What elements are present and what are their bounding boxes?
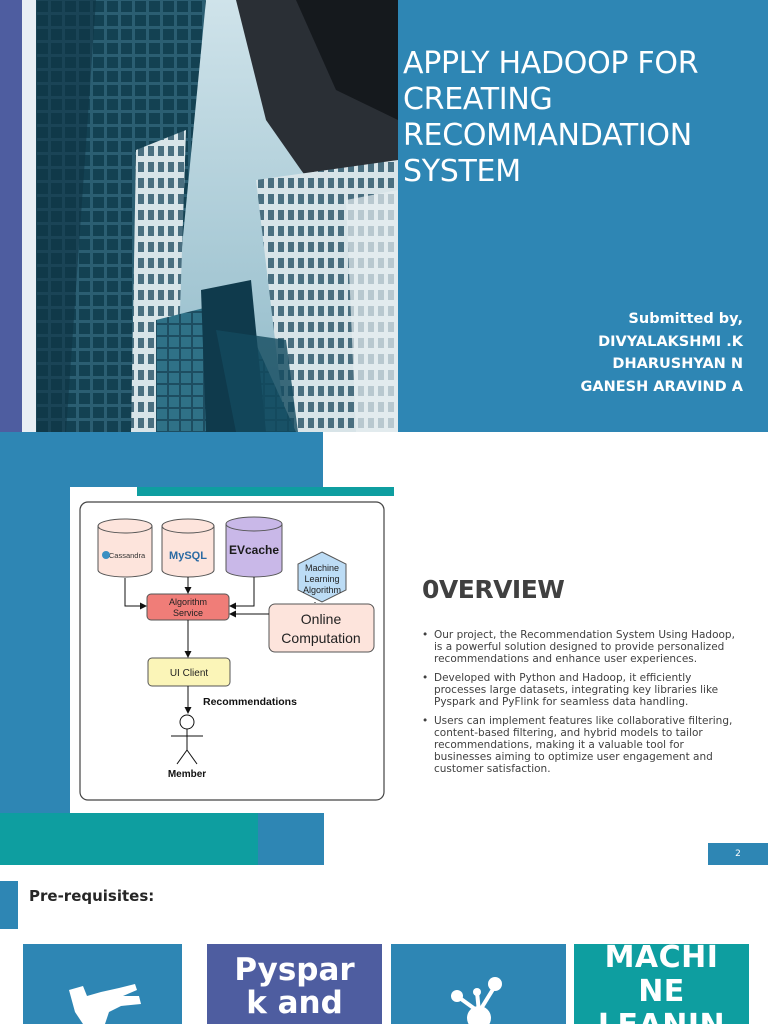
- db-label: Cassandra: [109, 551, 146, 560]
- prerequisites-heading: Pre-requisites:: [29, 887, 155, 905]
- left-accent-strip: [0, 0, 22, 432]
- author-name: GANESH ARAVIND A: [580, 378, 743, 395]
- bottom-teal-bar: [0, 813, 260, 865]
- list-item: Developed with Python and Hadoop, it eff…: [422, 672, 744, 708]
- tile-line: LEANIN: [574, 1009, 749, 1024]
- title-line: RECOMMANDATION: [403, 118, 692, 153]
- overview-slide: Cassandra MySQL EVcache Machine: [0, 432, 768, 865]
- skyscraper-photo: [36, 0, 398, 432]
- evcache-db: EVcache: [225, 516, 283, 578]
- overview-heading: 0VERVIEW: [422, 575, 565, 604]
- submission-block: Submitted by, DIVYALAKSHMI .K DHARUSHYAN…: [581, 308, 743, 398]
- tile-machine-learning: MACHI NE LEANIN: [574, 944, 749, 1024]
- ml-label: Machine: [305, 563, 339, 573]
- ml-label: Algorithm: [303, 585, 341, 595]
- bottom-blue-bar: [258, 813, 324, 865]
- computation-label: Online: [301, 611, 342, 627]
- network-icon: [451, 977, 502, 1024]
- member-icon: [171, 714, 203, 765]
- teal-accent-line: [137, 487, 394, 496]
- mysql-db: MySQL: [161, 518, 215, 578]
- member-label: Member: [168, 769, 206, 780]
- title-line: APPLY HADOOP FOR: [403, 46, 699, 81]
- service-label: Service: [173, 608, 203, 618]
- hand-icon: [69, 984, 141, 1024]
- submitted-by-label: Submitted by,: [628, 311, 743, 327]
- list-item: Users can implement features like collab…: [422, 715, 744, 775]
- diagram-arrows: [124, 577, 316, 714]
- ml-label: Learning: [304, 574, 339, 584]
- left-light-strip: [22, 0, 36, 432]
- tile-line: k and: [246, 985, 343, 1021]
- left-accent-bar: [0, 432, 70, 813]
- tile-line: NE: [638, 974, 685, 1009]
- prerequisites-slide: Pre-requisites: Pyspar k and: [0, 865, 768, 1024]
- tile-line: MACHI: [604, 944, 719, 975]
- title-line: SYSTEM: [403, 154, 521, 189]
- tile-text: MACHI NE LEANIN: [574, 944, 749, 1024]
- algorithm-service-node: Algorithm Service: [146, 593, 230, 621]
- ui-client-node: UI Client: [147, 657, 231, 687]
- overview-bullets: Our project, the Recommendation System U…: [422, 629, 744, 782]
- title-line: CREATING: [403, 82, 553, 117]
- db-label: MySQL: [169, 550, 207, 562]
- tile-pyspark: Pyspar k and: [207, 944, 382, 1024]
- title-slide: APPLY HADOOP FOR CREATING RECOMMANDATION…: [0, 0, 768, 432]
- service-label: Algorithm: [169, 597, 207, 607]
- tile-line: Pyspar: [234, 952, 355, 988]
- ui-client-label: UI Client: [170, 668, 209, 679]
- ml-algorithm-node: Machine Learning Algorithm: [297, 551, 347, 603]
- computation-label: Computation: [281, 630, 360, 646]
- tile-network: [391, 944, 566, 1024]
- page-number: 2: [708, 843, 768, 865]
- list-item: Our project, the Recommendation System U…: [422, 629, 744, 665]
- author-name: DIVYALAKSHMI .K: [598, 333, 743, 350]
- db-label: EVcache: [229, 543, 279, 557]
- cassandra-db: Cassandra: [97, 518, 153, 578]
- author-name: DHARUSHYAN N: [612, 356, 743, 372]
- online-computation-node: Online Computation: [268, 603, 375, 653]
- recommendations-label: Recommendations: [203, 696, 297, 708]
- tile-hand: [23, 944, 182, 1024]
- slide-title: APPLY HADOOP FOR CREATING RECOMMANDATION…: [403, 46, 763, 190]
- tile-text: Pyspar k and: [207, 954, 382, 1020]
- architecture-diagram: Cassandra MySQL EVcache Machine: [70, 496, 394, 811]
- heading-accent-bar: [0, 881, 18, 929]
